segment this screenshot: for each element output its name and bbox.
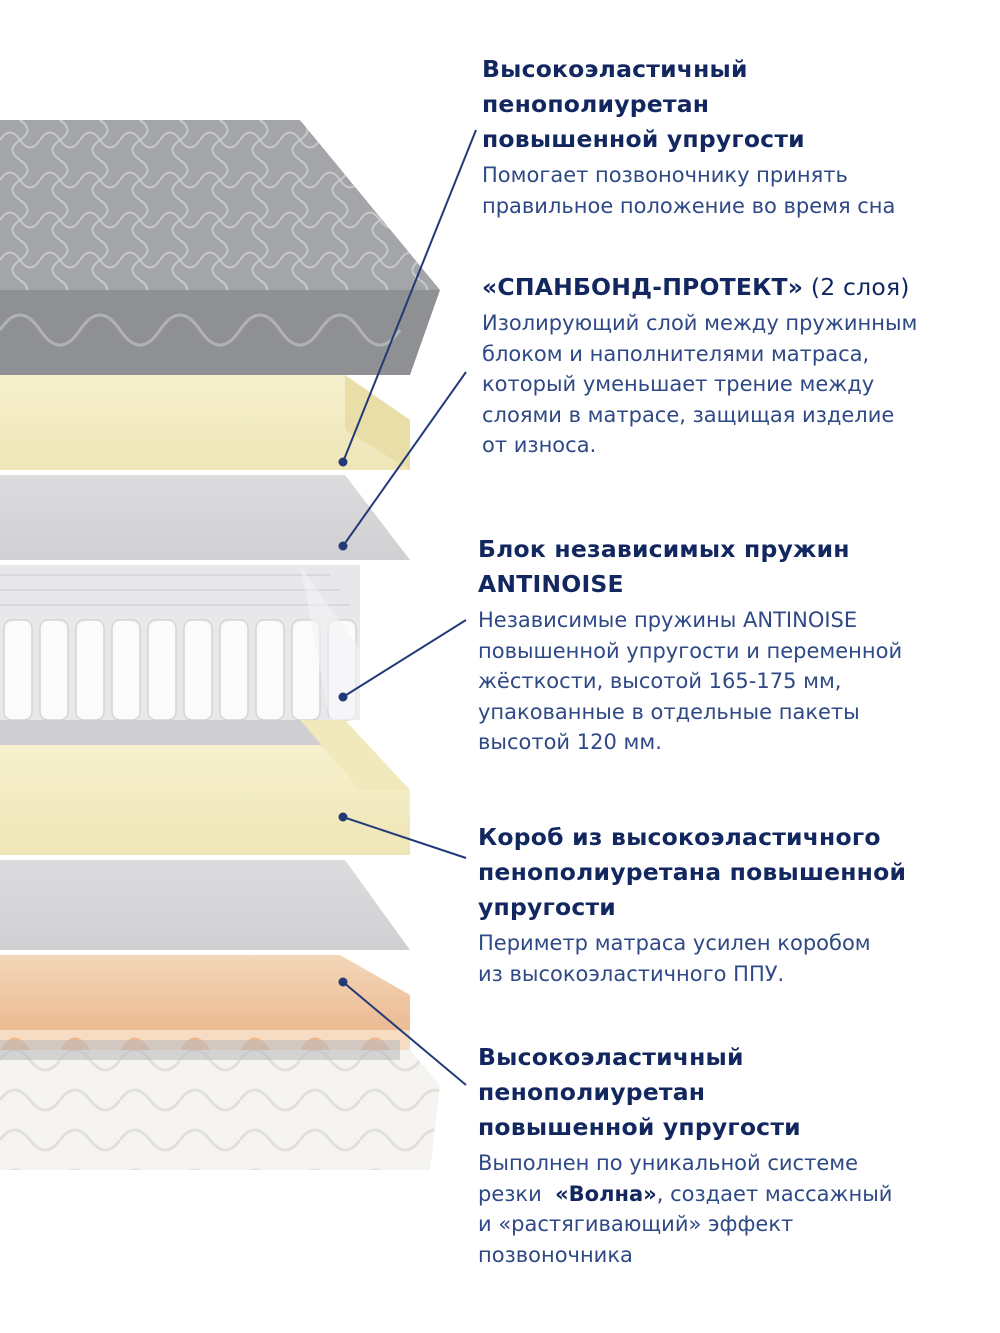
top-quilted-layer [0,120,440,375]
layer-1-description: Помогает позвоночнику принять правильное… [482,160,895,221]
layer-2-desc-line: от износа. [482,433,597,457]
layer-4-annotation: Короб из высокоэластичного пенополиурета… [478,820,906,989]
layer-5-desc-line: и «растягивающий» эффект [478,1212,794,1236]
layer-4-title-line: упругости [478,893,616,921]
layer-2-title-suffix: (2 слоя) [803,273,910,301]
layer-3-title-line: Блок независимых пружин [478,535,850,563]
layer-1-desc-line: Помогает позвоночнику принять [482,163,848,187]
layer-2-description: Изолирующий слой между пружинным блоком … [482,308,917,461]
layer-5-title-line: пенополиуретан [478,1078,706,1106]
layer-5-description: Выполнен по уникальной системе резки «Во… [478,1148,892,1270]
yellow-foam-layer [0,375,410,470]
layer-3-desc-line: повышенной упругости и переменной [478,638,903,663]
layer-2-title: «СПАНБОНД-ПРОТЕКТ» (2 слоя) [482,270,917,305]
layer-4-title-line: Короб из высокоэластичного [478,823,881,851]
layer-1-title-line: повышенной упругости [482,125,805,153]
layer-1-title-line: Высокоэластичный [482,55,748,83]
spunbond-sheet [0,475,410,560]
foam-box [0,720,410,855]
layer-2-desc-line: который уменьшает трение между [482,372,875,396]
layer-3-title: Блок независимых пружин ANTINOISE [478,532,902,602]
layer-5-title: Высокоэластичный пенополиуретан повышенн… [478,1040,892,1145]
layer-5-desc-line: позвоночника [478,1242,633,1267]
bottom-cover [0,1040,440,1170]
layer-3-desc-line: жёсткости, высотой 165-175 мм, [478,669,842,693]
layer-5-title-line: Высокоэластичный [478,1043,744,1071]
layer-4-title-line: пенополиуретана повышенной [478,858,907,886]
layer-4-desc-line: из высокоэластичного ППУ. [478,961,785,986]
layer-1-title-line: пенополиуретан [482,90,710,118]
layer-5-title-line: повышенной упругости [478,1113,801,1141]
layer-2-desc-line: блоком и наполнителями матраса, [482,341,870,366]
leader-dots [338,457,348,987]
layer-5-desc-text: резки [478,1181,556,1206]
layer-3-annotation: Блок независимых пружин ANTINOISE Незави… [478,532,902,758]
layer-5-desc-line: Выполнен по уникальной системе [478,1151,859,1175]
layer-3-desc-line: высотой 120 мм. [478,730,662,754]
gray-sheet-lower [0,860,410,950]
layer-1-annotation: Высокоэластичный пенополиуретан повышенн… [482,52,895,221]
layer-2-annotation: «СПАНБОНД-ПРОТЕКТ» (2 слоя) Изолирующий … [482,270,917,461]
layer-2-desc-line: слоями в матрасе, защищая изделие [482,402,895,427]
layer-5-desc-bold: «Волна» [555,1181,657,1206]
layer-3-description: Независимые пружины ANTINOISE повышенной… [478,605,902,758]
layer-3-desc-line: Независимые пружины ANTINOISE [478,608,858,632]
layer-5-desc-text: , создает массажный [656,1181,893,1206]
layer-5-desc-line: резки «Волна», создает массажный [478,1179,892,1210]
layer-5-annotation: Высокоэластичный пенополиуретан повышенн… [478,1040,892,1270]
layer-3-title-line: ANTINOISE [478,570,624,598]
layer-4-desc-line: Периметр матраса усилен коробом [478,931,871,955]
layer-3-desc-line: упакованные в отдельные пакеты [478,699,860,724]
layer-1-title: Высокоэластичный пенополиуретан повышенн… [482,52,895,157]
layer-4-title: Короб из высокоэластичного пенополиурета… [478,820,906,925]
spring-block [0,565,360,721]
layer-1-desc-line: правильное положение во время сна [482,193,896,218]
layer-2-desc-line: Изолирующий слой между пружинным [482,311,918,335]
leader-lines [342,129,477,1086]
layer-4-description: Периметр матраса усилен коробом из высок… [478,928,906,989]
layer-2-title-main: «СПАНБОНД-ПРОТЕКТ» [482,273,804,301]
